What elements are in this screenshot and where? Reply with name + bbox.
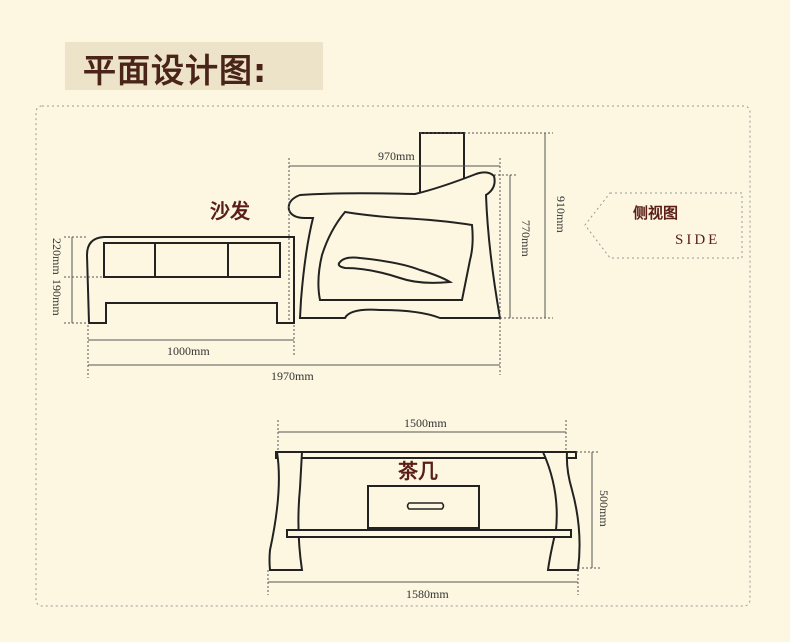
dim-sofa-height: 910mm — [554, 196, 568, 233]
dim-front-upper: 220mm — [50, 238, 64, 275]
tea-table — [268, 451, 581, 571]
drawing-frame — [35, 105, 751, 607]
title-bar — [65, 42, 323, 90]
dim-total-width: 1970mm — [271, 369, 314, 383]
dim-sofa-depth: 970mm — [378, 149, 415, 163]
side-view-tab: 侧视图 SIDE — [584, 192, 743, 259]
dim-front-lower: 190mm — [50, 279, 64, 316]
sofa-label: 沙发 — [210, 199, 251, 223]
dim-armrest-height: 770mm — [519, 220, 533, 257]
dim-table-bottom: 1580mm — [406, 587, 449, 601]
sofa-front-view — [85, 236, 295, 324]
side-view-label-en: SIDE — [675, 232, 720, 248]
dim-table-top: 1500mm — [404, 416, 447, 430]
side-view-label-cn: 侧视图 — [633, 204, 678, 222]
tea-table-label: 茶几 — [398, 459, 438, 483]
page-title: 平面设计图: — [83, 51, 268, 90]
dimension-lines — [64, 132, 600, 595]
dim-front-width: 1000mm — [167, 344, 210, 358]
dim-table-height: 500mm — [597, 490, 611, 527]
